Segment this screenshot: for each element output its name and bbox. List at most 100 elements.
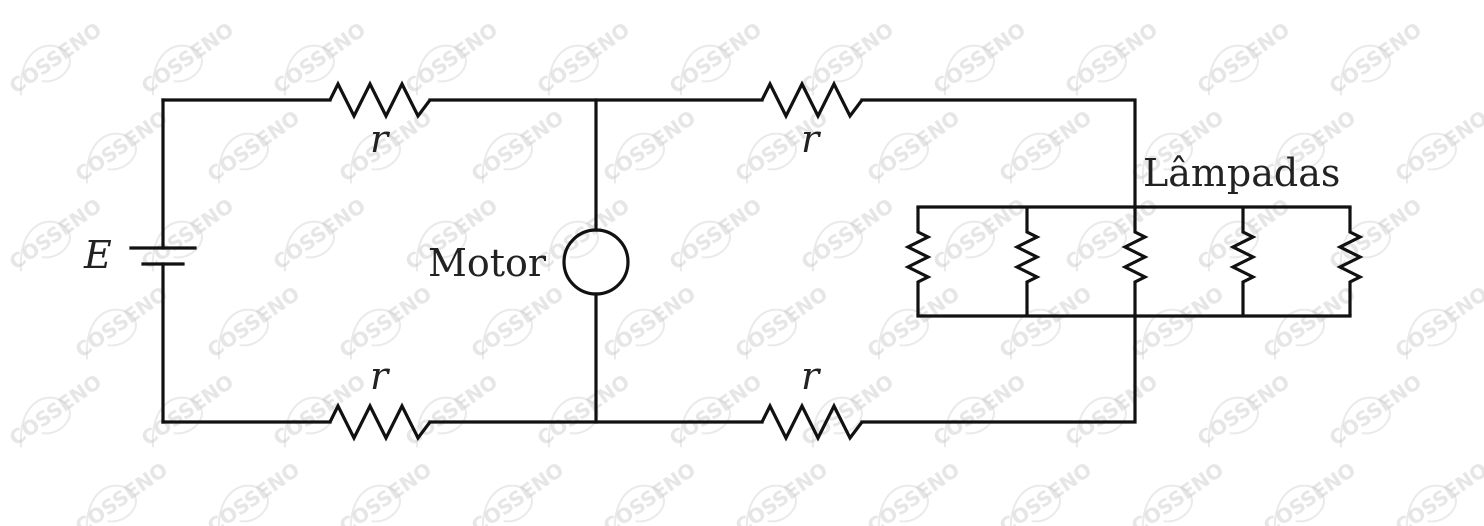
watermark-tile: COSSENO <box>269 193 370 274</box>
watermark-tile: COSSENO <box>203 457 304 526</box>
resistor-label-top-left: r <box>370 117 391 161</box>
watermark-tile: COSSENO <box>1061 193 1162 274</box>
resistor-top-left <box>328 80 432 120</box>
watermark-text: COSSENO <box>401 17 502 98</box>
watermark-text: COSSENO <box>1325 369 1426 450</box>
watermark-tile: COSSENO <box>995 457 1096 526</box>
watermark-tile: COSSENO <box>731 457 832 526</box>
watermark-text: COSSENO <box>533 369 634 450</box>
watermark-text: COSSENO <box>1325 17 1426 98</box>
watermark-text: COSSENO <box>5 369 106 450</box>
watermark-tile: COSSENO <box>203 281 304 362</box>
watermark-tile: COSSENO <box>5 369 106 450</box>
wires <box>161 98 1137 424</box>
watermark-text: COSSENO <box>1391 105 1484 186</box>
watermark-text: COSSENO <box>5 17 106 98</box>
watermark-text: COSSENO <box>1259 457 1360 526</box>
watermark-tile: COSSENO <box>995 281 1096 362</box>
watermark-tile: COSSENO <box>1061 369 1162 450</box>
watermark-text: COSSENO <box>665 17 766 98</box>
lamp-resistor-4 <box>1229 207 1257 316</box>
watermark-text: COSSENO <box>665 369 766 450</box>
watermark-tile: COSSENO <box>1391 281 1484 362</box>
watermark-text: COSSENO <box>401 369 502 450</box>
watermark-text: COSSENO <box>599 105 700 186</box>
watermark-text: COSSENO <box>929 17 1030 98</box>
watermark-tile: COSSENO <box>599 457 700 526</box>
watermark-tile: COSSENO <box>269 369 370 450</box>
watermark-tile: COSSENO <box>1127 457 1228 526</box>
watermark-text: COSSENO <box>137 193 238 274</box>
lamps-label: Lâmpadas <box>1143 151 1340 195</box>
watermark-text: COSSENO <box>797 193 898 274</box>
watermark-tile: COSSENO <box>467 105 568 186</box>
watermark-text: COSSENO <box>1193 17 1294 98</box>
lamp-bank <box>904 205 1364 318</box>
watermark-tile: COSSENO <box>1325 17 1426 98</box>
watermark-tile: COSSENO <box>533 369 634 450</box>
watermark-tile: COSSENO <box>863 105 964 186</box>
watermark-tile: COSSENO <box>71 281 172 362</box>
watermark-text: COSSENO <box>335 457 436 526</box>
watermark-text: COSSENO <box>1127 457 1228 526</box>
watermark-text: COSSENO <box>71 281 172 362</box>
watermark-tile: COSSENO <box>1127 281 1228 362</box>
battery-symbol <box>129 246 197 266</box>
watermark-tile: COSSENO <box>71 105 172 186</box>
motor-symbol <box>562 228 630 296</box>
watermark-text: COSSENO <box>335 281 436 362</box>
motor-label: Motor <box>428 241 547 285</box>
watermark-tile: COSSENO <box>929 369 1030 450</box>
watermark-text: COSSENO <box>1391 457 1484 526</box>
watermark-text: COSSENO <box>995 281 1096 362</box>
watermark-tile: COSSENO <box>5 17 106 98</box>
watermark-text: COSSENO <box>1391 281 1484 362</box>
watermark-text: COSSENO <box>665 193 766 274</box>
watermark-tile: COSSENO <box>203 105 304 186</box>
watermark-tile: COSSENO <box>665 193 766 274</box>
watermark-text: COSSENO <box>467 105 568 186</box>
resistor-label-bottom-left: r <box>370 354 391 398</box>
watermark-text: COSSENO <box>1193 369 1294 450</box>
watermark-text: COSSENO <box>71 105 172 186</box>
watermark-tile: COSSENO <box>1061 17 1162 98</box>
watermark-tile: COSSENO <box>467 281 568 362</box>
watermark-tile: COSSENO <box>71 457 172 526</box>
watermark-tile: COSSENO <box>467 457 568 526</box>
watermark-text: COSSENO <box>203 457 304 526</box>
watermark-tile: COSSENO <box>269 17 370 98</box>
watermark-tile: COSSENO <box>1325 193 1426 274</box>
watermark-tile: COSSENO <box>797 17 898 98</box>
watermark-text: COSSENO <box>863 281 964 362</box>
watermark-text: COSSENO <box>269 193 370 274</box>
watermark-text: COSSENO <box>71 457 172 526</box>
watermark-tile: COSSENO <box>995 105 1096 186</box>
watermark-text: COSSENO <box>995 105 1096 186</box>
resistor-label-bottom-right: r <box>801 354 822 398</box>
watermark-text: COSSENO <box>467 281 568 362</box>
watermark-tile: COSSENO <box>401 369 502 450</box>
watermark-tile: COSSENO <box>1259 281 1360 362</box>
watermark-text: COSSENO <box>797 17 898 98</box>
resistor-label-top-right: r <box>801 117 822 161</box>
watermark-tile: COSSENO <box>599 105 700 186</box>
watermark-text: COSSENO <box>863 457 964 526</box>
resistor-bottom-left <box>328 402 432 442</box>
watermark-tile: COSSENO <box>1259 457 1360 526</box>
watermark-text: COSSENO <box>203 281 304 362</box>
watermark-tile: COSSENO <box>401 17 502 98</box>
watermark-tile: COSSENO <box>797 193 898 274</box>
watermark-tile: COSSENO <box>863 457 964 526</box>
watermark-tile: COSSENO <box>929 17 1030 98</box>
watermark-text: COSSENO <box>1127 281 1228 362</box>
watermark-tile: COSSENO <box>137 17 238 98</box>
watermark-tile: COSSENO <box>335 457 436 526</box>
watermark-text: COSSENO <box>599 457 700 526</box>
resistor-top-right <box>760 80 864 120</box>
watermark-text: COSSENO <box>1061 17 1162 98</box>
watermark-tile: COSSENO <box>665 17 766 98</box>
watermark-tile: COSSENO <box>1193 17 1294 98</box>
watermark-text: COSSENO <box>467 457 568 526</box>
